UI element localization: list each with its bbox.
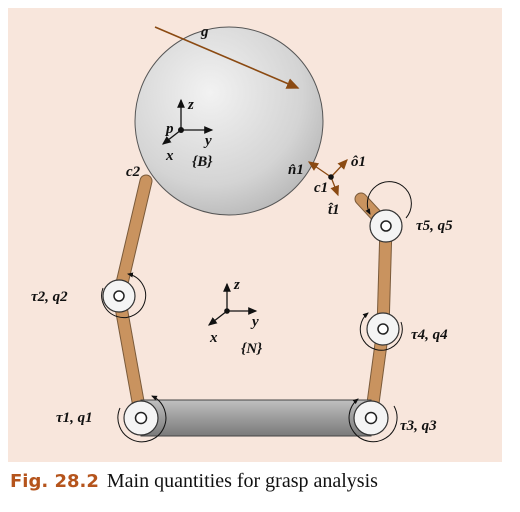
contact-tangent-t-label: t̂1 xyxy=(328,202,340,218)
world-frame-name: {N} xyxy=(241,341,263,357)
world-frame-z-label: z xyxy=(233,277,240,293)
object-sphere xyxy=(134,26,324,216)
object-frame-x-label: x xyxy=(165,148,174,164)
joint-j1-label: τ1, q1 xyxy=(56,410,93,426)
contact-c1-label: c1 xyxy=(314,180,328,196)
figure-caption-text: Main quantities for grasp analysis xyxy=(106,470,378,492)
gravity-label: g xyxy=(200,24,209,40)
contact-tangent-o-label: ô1 xyxy=(351,154,366,170)
joint-j2 xyxy=(101,272,147,319)
contact-normal-label: n̂1 xyxy=(288,162,304,178)
joint-j3-label: τ3, q3 xyxy=(400,418,437,434)
joint-j4 xyxy=(359,312,403,351)
contact-frame-c1: n̂1 ô1 c1 t̂1 xyxy=(288,154,366,218)
object-frame-z-label: z xyxy=(187,97,194,113)
figure-caption: Fig. 28.2 Main quantities for grasp analy… xyxy=(10,470,510,500)
figure-number: Fig. 28.2 xyxy=(10,471,99,492)
joint-j1 xyxy=(117,395,167,443)
object-frame-y-label: y xyxy=(203,133,212,149)
joint-j5 xyxy=(365,181,412,243)
joint-j3 xyxy=(348,398,398,443)
palm xyxy=(140,399,372,437)
gravity-vector xyxy=(154,26,300,89)
object-frame-name: {B} xyxy=(192,154,213,170)
contact-c2-label: c2 xyxy=(126,164,141,180)
joint-j2-label: τ2, q2 xyxy=(31,289,68,305)
object-origin-label: p xyxy=(164,121,174,137)
world-frame: z y x {N} xyxy=(207,277,263,357)
joint-j4-label: τ4, q4 xyxy=(411,327,448,343)
object-frame: z y x p {B} xyxy=(161,97,214,170)
joint-j5-label: τ5, q5 xyxy=(416,218,453,234)
world-frame-x-label: x xyxy=(209,330,218,346)
world-frame-y-label: y xyxy=(250,314,259,330)
grasp-diagram: g z y x p {B} n̂1 ô1 c1 t̂1 c2 xyxy=(8,8,502,462)
